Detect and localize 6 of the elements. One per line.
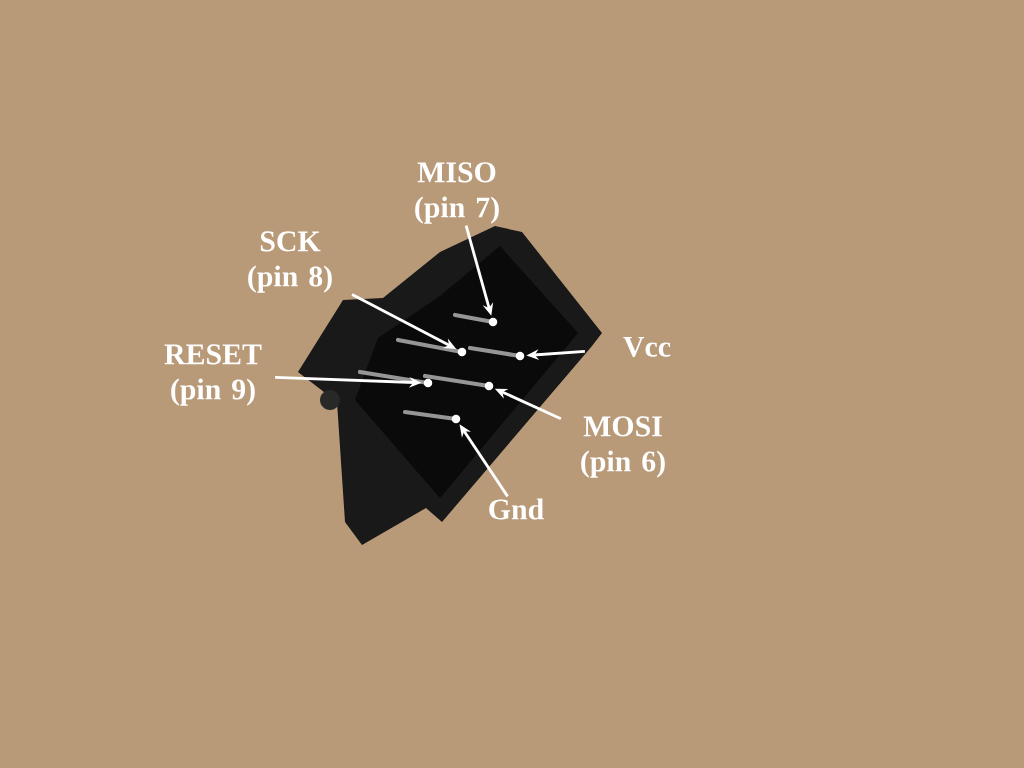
pin-label: MOSI (pin 6) (581, 416, 665, 478)
pin-label: Vcc (623, 337, 671, 357)
pin-label: RESET (pin 9) (164, 344, 262, 406)
pin-label: Gnd (489, 498, 544, 520)
pin-label: MISO (pin 7) (415, 162, 499, 224)
pin-label: SCK (pin 8) (248, 231, 332, 293)
